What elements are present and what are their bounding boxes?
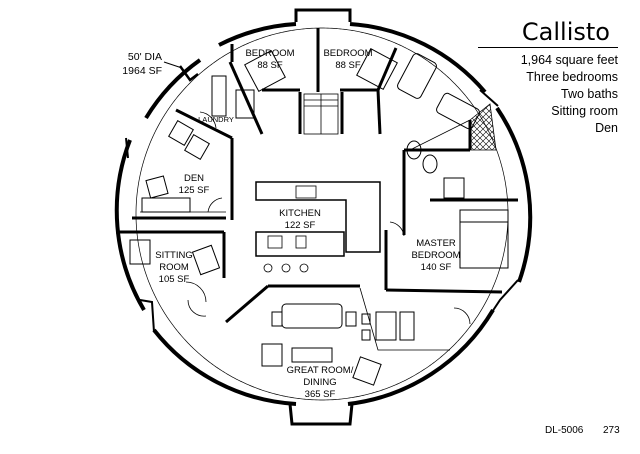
room-name-2: BEDROOM	[411, 250, 460, 261]
plan-specs: 1,964 square feet Three bedrooms Two bat…	[478, 47, 618, 137]
diameter-note: 50' DIA 1964 SF	[122, 51, 162, 77]
outer-wall	[114, 22, 533, 406]
diameter-leader	[163, 61, 183, 69]
room-area: 88 SF	[257, 60, 283, 71]
spec-baths: Two baths	[561, 87, 618, 101]
den-furniture	[141, 75, 255, 213]
diameter-value: 50' DIA	[128, 51, 162, 63]
room-name: KITCHEN	[279, 208, 321, 219]
total-area-value: 1964 SF	[122, 65, 162, 77]
interior-walls	[116, 28, 518, 324]
room-name: MASTER	[416, 238, 456, 249]
plan-title: Callisto	[521, 18, 610, 46]
room-area: 105 SF	[159, 274, 190, 285]
room-area: 365 SF	[305, 389, 336, 400]
kitchen-cabinets	[255, 181, 381, 273]
spec-bedrooms: Three bedrooms	[526, 70, 618, 84]
shell-openings	[125, 8, 519, 426]
room-name-2: DINING	[303, 377, 336, 388]
spec-square-feet: 1,964 square feet	[520, 53, 618, 67]
room-name: GREAT ROOM/	[287, 365, 354, 376]
page-number: 273	[603, 425, 620, 436]
sitting-furniture	[129, 239, 221, 276]
plan-code: DL-5006	[545, 425, 584, 436]
room-area: 140 SF	[421, 262, 452, 273]
room-name: SITTING	[155, 250, 192, 261]
bath-fixtures	[397, 53, 480, 199]
beds	[244, 48, 509, 269]
room-name: DEN	[184, 173, 204, 184]
great-room-furniture	[261, 303, 415, 386]
spec-den: Den	[595, 121, 618, 135]
spec-sitting-room: Sitting room	[551, 104, 618, 118]
door-swings	[185, 111, 471, 325]
room-name: BEDROOM	[245, 48, 294, 59]
room-name: BEDROOM	[323, 48, 372, 59]
room-labels: BEDROOM 88 SF BEDROOM 88 SF LAUNDRY DEN …	[155, 48, 460, 400]
room-area: 88 SF	[335, 60, 361, 71]
room-name-2: ROOM	[159, 262, 189, 273]
thin-partitions	[140, 103, 497, 351]
room-area: 125 SF	[179, 185, 210, 196]
stairs	[303, 93, 339, 135]
room-area: 122 SF	[285, 220, 316, 231]
room-name: LAUNDRY	[198, 115, 234, 124]
